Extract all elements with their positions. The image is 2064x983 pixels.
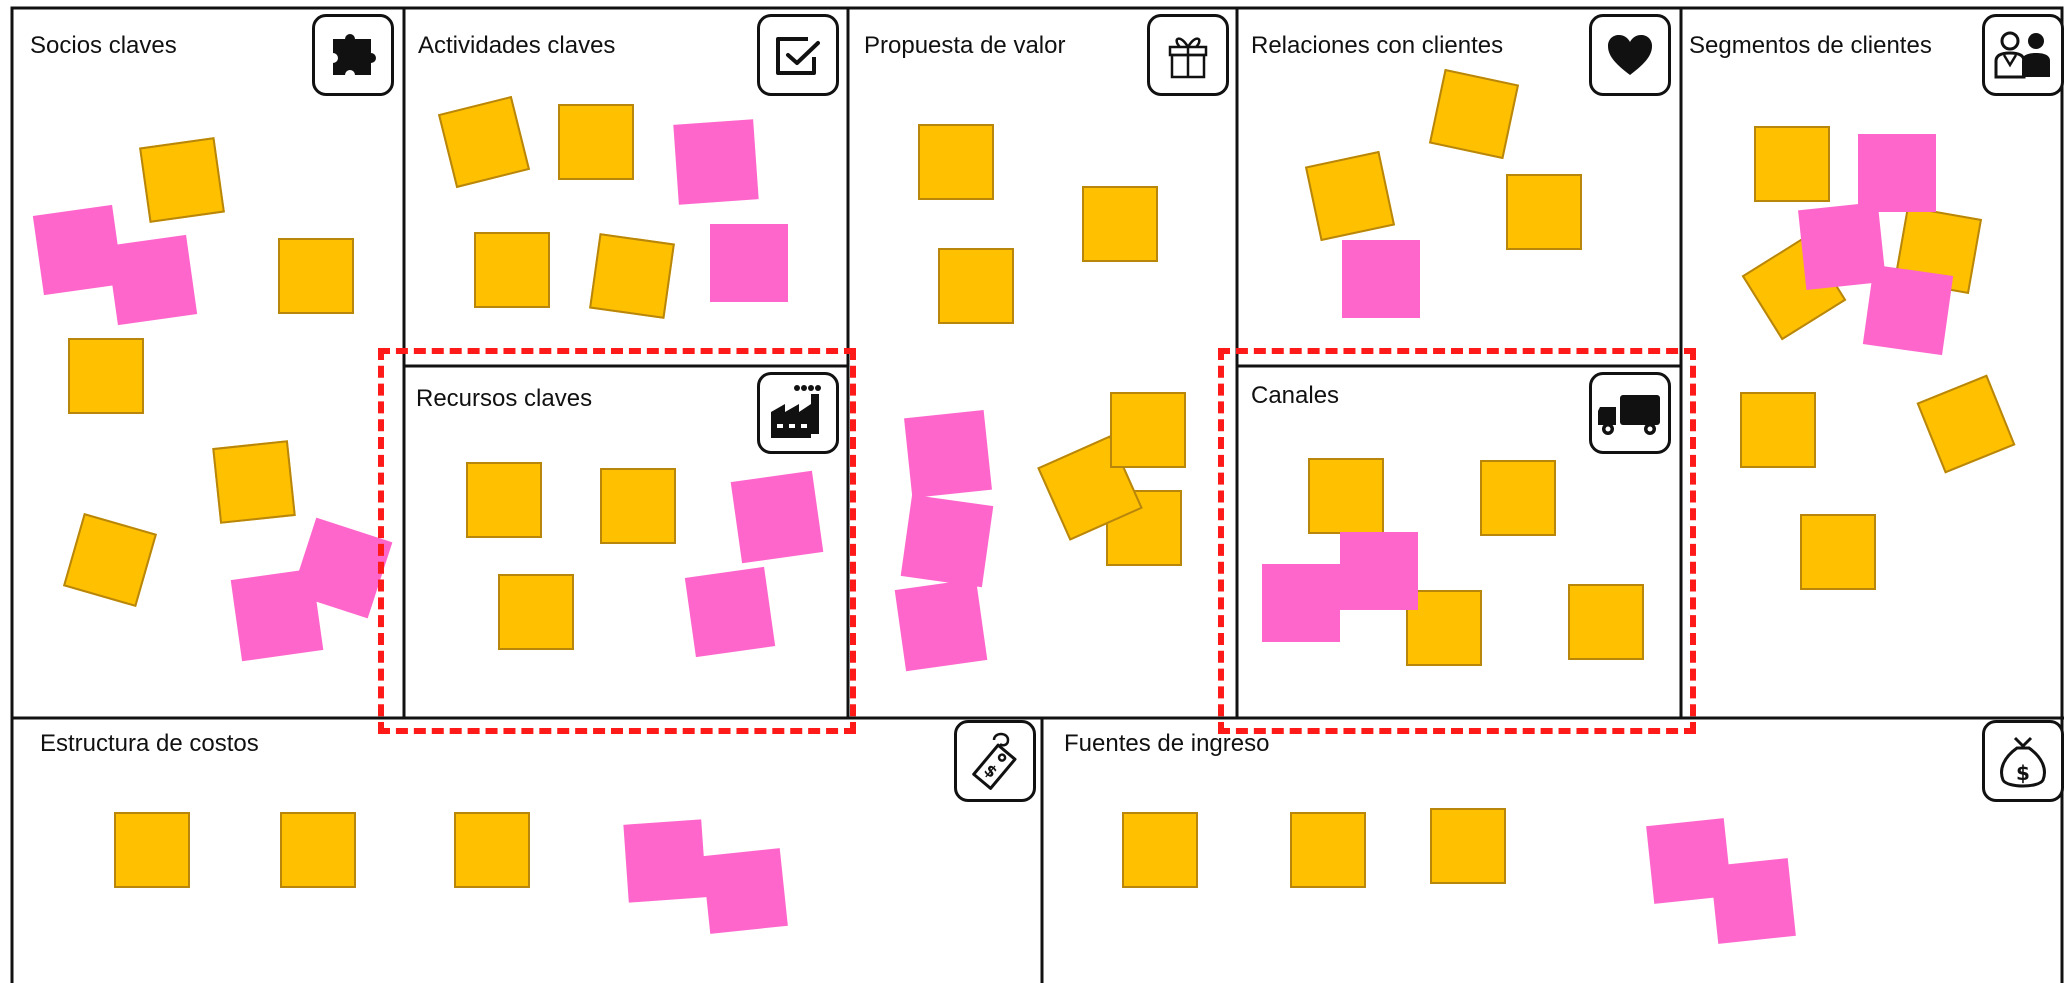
propuesta-de-valor-label: Propuesta de valor [864, 32, 1066, 59]
sticky-note [1304, 150, 1396, 242]
sticky-note [1122, 812, 1198, 888]
sticky-note [1862, 264, 1954, 356]
recursos-claves-highlight [378, 348, 856, 734]
sticky-note [1340, 532, 1418, 610]
sticky-note [589, 233, 675, 319]
price-tag-icon: $ [954, 720, 1036, 802]
sticky-note [918, 124, 994, 200]
sticky-note [600, 468, 676, 544]
sticky-note [454, 812, 530, 888]
money-bag-icon: $ [1982, 720, 2064, 802]
sticky-note [278, 238, 354, 314]
actividades-claves-label: Actividades claves [418, 32, 616, 59]
sticky-note [894, 578, 988, 672]
checkbox-icon [757, 14, 839, 96]
relaciones-con-clientes-label: Relaciones con clientes [1251, 32, 1504, 59]
sticky-note [1308, 458, 1384, 534]
svg-text:$: $ [2016, 761, 2030, 785]
sticky-note [139, 137, 225, 223]
sticky-note [1406, 590, 1482, 666]
factory-icon [757, 372, 839, 454]
socios-claves-label: Socios claves [30, 32, 177, 59]
sticky-note [558, 104, 634, 180]
sticky-note [623, 819, 707, 903]
sticky-note [106, 234, 198, 326]
sticky-note [1342, 240, 1420, 318]
sticky-note [702, 848, 788, 934]
sticky-note [1858, 134, 1936, 212]
sticky-note [474, 232, 550, 308]
sticky-note [212, 440, 296, 524]
customers-icon [1982, 14, 2064, 96]
sticky-note [1262, 564, 1340, 642]
sticky-note [1290, 812, 1366, 888]
segmentos-de-clientes-label: Segmentos de clientes [1689, 32, 1932, 59]
heart-icon [1589, 14, 1671, 96]
sticky-note [114, 812, 190, 888]
sticky-note [1568, 584, 1644, 660]
sticky-note [1710, 858, 1796, 944]
sticky-note [280, 812, 356, 888]
sticky-note [900, 494, 994, 588]
gift-icon [1147, 14, 1229, 96]
sticky-note [68, 338, 144, 414]
recursos-claves-label: Recursos claves [416, 385, 593, 412]
sticky-note [1800, 514, 1876, 590]
truck-icon [1589, 372, 1671, 454]
sticky-note [1110, 392, 1186, 468]
fuentes-de-ingreso-label: Fuentes de ingreso [1064, 730, 1270, 757]
sticky-note [1480, 460, 1556, 536]
sticky-note [1754, 126, 1830, 202]
canales-label: Canales [1251, 382, 1340, 409]
sticky-note [1506, 174, 1582, 250]
canales-highlight [1218, 348, 1696, 734]
sticky-note [1430, 808, 1506, 884]
sticky-note [938, 248, 1014, 324]
estructura-de-costos-label: Estructura de costos [40, 730, 259, 757]
sticky-note [466, 462, 542, 538]
sticky-note [1740, 392, 1816, 468]
sticky-note [673, 119, 759, 205]
puzzle-icon [312, 14, 394, 96]
sticky-note [1082, 186, 1158, 262]
sticky-note [498, 574, 574, 650]
sticky-note [710, 224, 788, 302]
sticky-note [1428, 68, 1520, 160]
sticky-note [904, 410, 992, 498]
